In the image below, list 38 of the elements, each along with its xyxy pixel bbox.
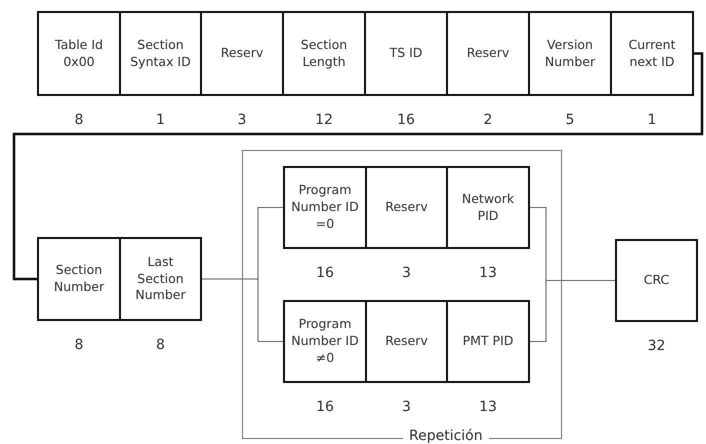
bit-count: 3 (401, 399, 412, 415)
bit-count: 3 (236, 112, 248, 128)
bit-count: 2 (482, 112, 494, 128)
field-cell: Reserv (365, 166, 448, 249)
bit-count: 13 (478, 399, 498, 415)
connector-line (530, 280, 616, 342)
bit-count: 8 (74, 112, 84, 128)
field-cell: PMT PID (446, 300, 530, 383)
field-cell: Section Syntax ID (119, 11, 202, 96)
frame-title: Repetición (403, 428, 489, 444)
bit-count: 3 (401, 265, 412, 281)
field-cell: Last Section Number (119, 237, 202, 321)
field-cell: CRC (615, 239, 698, 322)
field-cell: Reserv (365, 300, 448, 383)
connector-line (12, 52, 704, 280)
bit-count: 5 (564, 112, 576, 128)
field-cell: Reserv (200, 11, 284, 96)
bit-count: 16 (315, 265, 335, 281)
field-cell: Reserv (446, 11, 530, 96)
field-cell: Program Number ID =0 (283, 166, 367, 249)
bit-count: 1 (155, 112, 166, 128)
field-cell: Section Length (282, 11, 366, 96)
bit-count: 1 (646, 112, 658, 128)
bit-count: 16 (396, 112, 416, 128)
bit-count: 12 (314, 112, 334, 128)
field-cell: Current next ID (610, 11, 694, 96)
bit-count: 8 (155, 337, 166, 353)
field-cell: Network PID (446, 166, 530, 249)
bit-count: 16 (315, 399, 335, 415)
bit-count: 32 (646, 338, 666, 354)
field-cell: Table Id 0x00 (37, 11, 121, 96)
field-cell: Program Number ID ≠0 (283, 300, 367, 383)
field-cell: TS ID (364, 11, 448, 96)
bit-count: 8 (74, 337, 84, 353)
field-cell: Version Number (528, 11, 612, 96)
connector-line (202, 278, 284, 342)
field-cell: Section Number (37, 237, 121, 321)
bit-count: 13 (478, 265, 498, 281)
